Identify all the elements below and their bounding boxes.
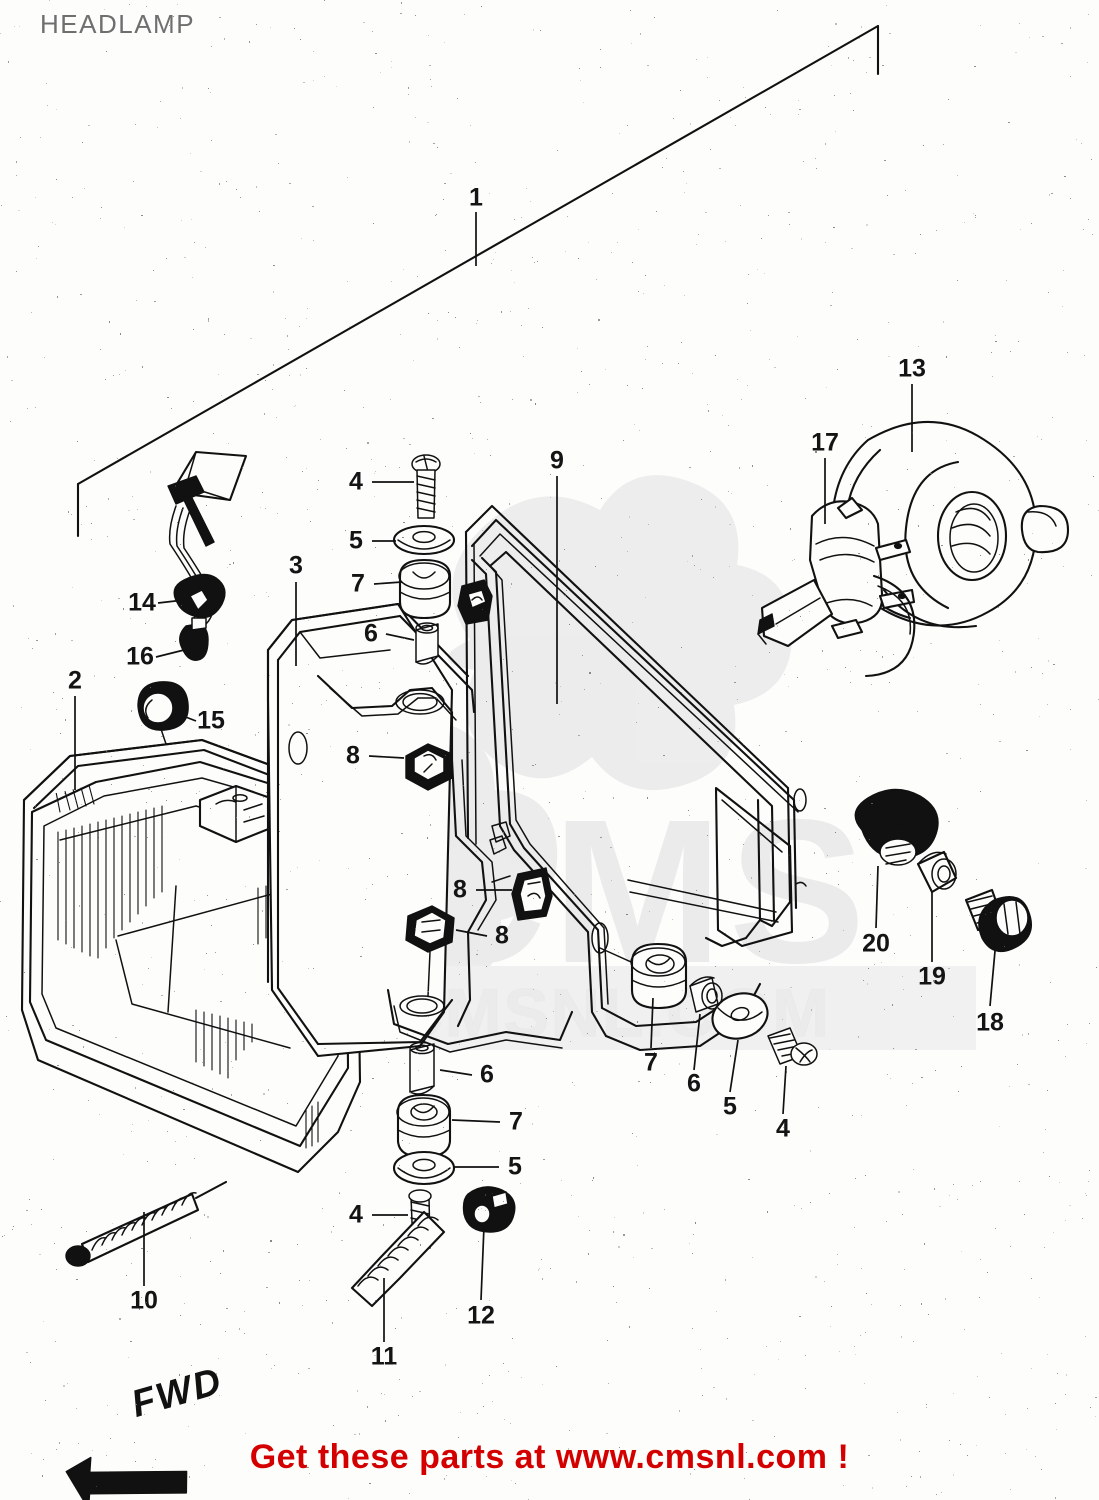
callout-nut-8b: 8 (453, 875, 467, 904)
part-5-washer-bottom (392, 1150, 456, 1186)
part-1-assembly-indicator (76, 24, 880, 538)
callout-washer-5b: 5 (723, 1092, 737, 1121)
part-7-cushion-grommet-right (630, 942, 688, 1010)
part-10-long-screw (65, 1180, 228, 1267)
callout-headlamp-housing-3: 3 (289, 551, 303, 580)
callout-headlamp-rim-9: 9 (550, 446, 564, 475)
part-6-spacer-collar-right (689, 976, 723, 1013)
footer-promo-text: Get these parts at www.cmsnl.com ! (249, 1438, 850, 1476)
callout-long-screw-10: 10 (130, 1286, 158, 1315)
callout-spacer-collar-6b: 6 (687, 1069, 701, 1098)
part-19-spacer-collar (916, 850, 958, 894)
callout-headlamp-assembly-bracket-1: 1 (469, 183, 483, 212)
part-9-headlamp-rim (464, 504, 807, 1052)
page-title: HEADLAMP (40, 9, 196, 39)
callout-rubber-cap-13: 13 (898, 354, 926, 383)
part-5-washer-top (392, 524, 456, 556)
callout-grommet-20: 20 (862, 929, 890, 958)
part-17-headlamp-bulb (757, 496, 916, 678)
callout-spacer-19: 19 (918, 962, 946, 991)
callout-nut-8c: 8 (495, 921, 509, 950)
callout-clip-nut-12: 12 (467, 1301, 495, 1330)
callout-bulb-socket-15: 15 (197, 706, 225, 735)
callout-cushion-grommet-7a: 7 (351, 569, 365, 598)
part-15-bulb-socket (137, 681, 189, 757)
callout-headlamp-unit-2: 2 (68, 666, 82, 695)
callout-flange-bolt-18: 18 (976, 1008, 1004, 1037)
part-18-flange-bolt (964, 888, 1032, 953)
hardware-lower-right-group (630, 942, 818, 1066)
callout-screw-4b: 4 (776, 1114, 790, 1143)
part-7-cushion-grommet-top (398, 558, 452, 620)
hardware-top-column (392, 454, 493, 665)
callout-nut-8a: 8 (346, 741, 360, 770)
part-16-position-bulb (179, 617, 209, 661)
part-7-cushion-grommet-bottom (396, 1093, 452, 1159)
clip-near-grommet (457, 579, 493, 625)
callout-headlamp-bulb-17: 17 (811, 428, 839, 457)
callout-cushion-grommet-7b: 7 (644, 1048, 658, 1077)
part-8-nuts (405, 743, 553, 997)
part-4-screw-top (411, 454, 441, 519)
part-5-washer-right (711, 992, 769, 1040)
part-4-screw-right (767, 1027, 818, 1066)
callout-cushion-grommet-7c: 7 (509, 1107, 523, 1136)
fwd-arrow-icon (65, 1456, 188, 1500)
nut-8-lower (405, 905, 455, 997)
part-6-spacer-collar-bottom (409, 1041, 435, 1095)
part-11-adjusting-screw (350, 1210, 446, 1308)
callout-screw-4a: 4 (349, 467, 363, 496)
nut-8-middle (511, 867, 553, 921)
callout-washer-5a: 5 (349, 526, 363, 555)
part-20-grommet (854, 788, 939, 866)
part-3-headlamp-housing (266, 602, 574, 1058)
callout-lead-wire-harness-14: 14 (128, 588, 156, 617)
part-12-clip-nut (462, 1186, 516, 1233)
nut-8-upper (405, 743, 453, 791)
callout-washer-5c: 5 (508, 1152, 522, 1181)
part-14-lead-wire-harness (167, 450, 248, 625)
part-6-spacer-collar-top (415, 622, 439, 665)
callout-spacer-collar-6c: 6 (480, 1060, 494, 1089)
callout-position-bulb-16: 16 (126, 642, 154, 671)
callout-leader-lines (74, 384, 997, 1342)
callout-adjusting-screw-11: 11 (370, 1342, 398, 1371)
callout-spacer-collar-6a: 6 (364, 619, 378, 648)
callout-screw-4c: 4 (349, 1200, 363, 1229)
